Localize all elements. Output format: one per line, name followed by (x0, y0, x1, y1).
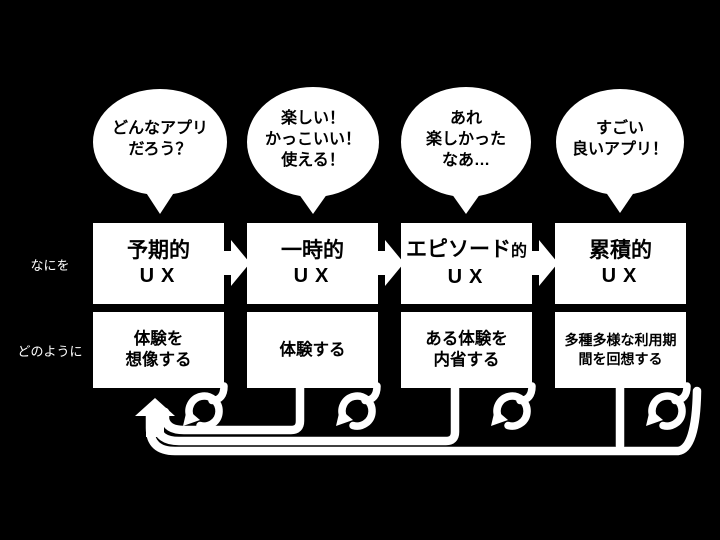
phase-unit-ux: UX (601, 265, 644, 287)
speech-bubble-momentary: 楽しい！ かっこいい！ 使える！ (247, 87, 379, 197)
row-label-what: なにを (30, 257, 70, 273)
speech-bubble-cumulative: すごい 良いアプリ！ (556, 89, 684, 195)
phase-title: エピソード的 (406, 237, 527, 264)
loop-arrowhead-1 (183, 409, 200, 426)
phase-title: 一時的 (281, 238, 344, 263)
speech-bubble-text: あれ 楽しかった なあ… (425, 109, 506, 169)
phase-box-episodic-ux: エピソード的 UX (401, 223, 532, 304)
loop-tail-4 (671, 382, 691, 405)
phase-unit-ux: UX (139, 265, 182, 287)
phase-unit-ux: UX (447, 266, 490, 288)
how-box-imagine-experience: 体験を 想像する (93, 312, 224, 388)
loop-tail-1 (208, 382, 228, 405)
phase-title-main: 一時的 (281, 239, 344, 262)
row-label-how: どのように (17, 343, 83, 359)
loop-arrowhead-4 (646, 409, 663, 426)
how-box-reflect-experience: ある体験を 内省する (401, 312, 532, 388)
return-path-from-momentary (160, 381, 305, 435)
speech-bubble-text: すごい 良いアプリ！ (571, 120, 668, 158)
speech-bubble-anticipated: どんなアプリ だろう？ (93, 89, 227, 195)
loop-tail-3 (516, 382, 536, 405)
return-path-from-cumulative (145, 386, 702, 456)
loop-arrowhead-2 (336, 409, 353, 426)
phase-box-momentary-ux: 一時的 UX (247, 223, 378, 304)
speech-bubble-episodic: あれ 楽しかった なあ… (401, 87, 531, 197)
phase-title-suffix: 的 (510, 243, 527, 260)
how-box-have-experience: 体験する (247, 312, 378, 388)
loop-arrowhead-3 (491, 409, 508, 426)
speech-bubble-text: どんなアプリ だろう？ (111, 120, 208, 158)
phase-title-main: エピソード (405, 238, 511, 261)
phase-box-anticipated-ux: 予期的 UX (93, 223, 224, 304)
phase-title: 予期的 (127, 238, 190, 263)
phase-box-cumulative-ux: 累積的 UX (555, 223, 686, 304)
loop-tail-2 (361, 382, 381, 405)
phase-unit-ux: UX (293, 265, 336, 287)
phase-title-main: 予期的 (127, 239, 190, 262)
phase-title-main: 累積的 (589, 239, 652, 262)
return-up-arrow-icon (135, 398, 175, 437)
speech-bubble-text: 楽しい！ かっこいい！ 使える！ (264, 109, 361, 169)
how-box-recall-periods: 多種多様な利用期 間を回想する (555, 312, 686, 388)
phase-title: 累積的 (589, 238, 652, 263)
